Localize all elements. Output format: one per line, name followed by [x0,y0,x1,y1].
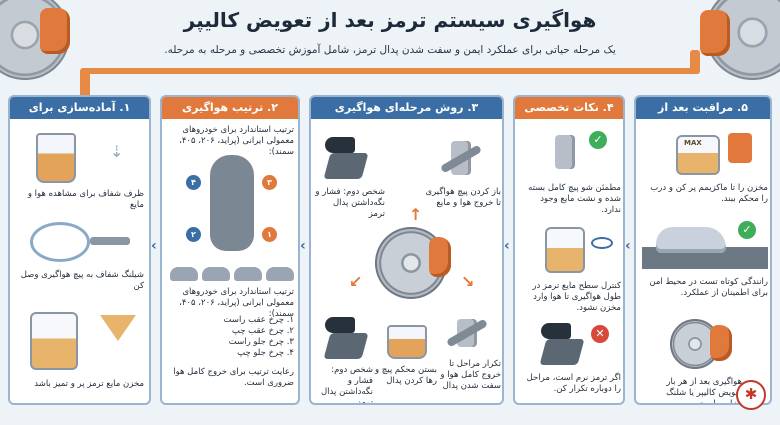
flow-arrow-icon: ‹ [151,238,157,254]
tip-tight-text: مطمئن شو پیچ کامل بسته شده و نشت مایع وج… [528,183,621,215]
panel-method: ۳. روش مرحله‌ای هواگیری شخص دوم: فشار و … [309,95,504,405]
page-subtitle: یک مرحله حیاتی برای عملکرد ایمن و سفت شد… [164,44,616,56]
sequence-footer-text: رعایت ترتیب برای خروج کامل هوا ضروری است… [173,367,294,388]
reservoir-level-icon [545,227,585,273]
flow-arrow-left-icon: ↙ [349,272,363,291]
panel-method-title: ۳. روش مرحله‌ای هواگیری [311,97,502,119]
caliper-left-icon [40,8,70,54]
car-top-view-icon [210,155,254,251]
car-icon [170,267,198,281]
brake-line-left [80,70,90,98]
fluid-bottle-icon [676,135,720,175]
brake-line-top [80,68,700,74]
flow-arrow-icon: ‹ [300,238,306,254]
prep-hose-text: شیلنگ شفاف به پیچ هواگیری وصل کن [20,270,144,291]
hose-connector-icon [90,237,130,245]
caliper-right-icon [700,10,730,56]
flow-arrow-icon: ‹ [504,238,510,254]
page-title: هواگیری سیستم ترمز بعد از تعویض کالیپر [183,8,597,32]
brand-logo-icon [736,380,766,410]
foot-icon [325,137,355,153]
wheel-label-fl: ۲ [186,227,201,242]
method-step-repeat-text: تکرار مراحل تا خروج کامل هوا و سفت شدن پ… [440,359,501,391]
sequence-step-1: ۱. چرخ عقب راست [223,315,294,325]
care-fill-text: مخزن را تا ماکزیمم پر کن و درب را محکم ب… [650,183,768,204]
panel-sequence: ۲. ترتیب هواگیری ترتیب استاندارد برای خو… [160,95,300,405]
check-icon: ✓ [589,131,607,149]
car-icon [656,227,726,253]
tip-level-text: کنترل سطح مایع ترمز در طول هواگیری تا هو… [532,281,621,313]
sequence-intro-text: ترتیب استاندارد برای خودروهای معمولی ایر… [179,125,294,157]
fluid-can-icon [728,133,752,163]
flow-arrow-icon: ‹ [625,238,631,254]
sequence-step-3: ۳. چرخ جلو راست [228,337,294,347]
panel-tips-title: ۴. نکات تخصصی [515,97,623,119]
caliper-icon [710,325,732,361]
panel-tips: ۴. نکات تخصصی ✓ مطمئن شو پیچ کامل بسته ش… [513,95,625,405]
sequence-step-4: ۴. چرخ جلو چپ [237,348,294,358]
car-icon [234,267,262,281]
panel-preparation-title: ۱. آماده‌سازی برای هواگیری [10,97,149,136]
car-icon [202,267,230,281]
wheel-label-rr: ۳ [262,175,277,190]
wheel-label-fr: ۱ [262,227,277,242]
sequence-intro2-text: ترتیب استاندارد برای خودروهای معمولی ایر… [179,287,294,319]
prep-container-text: ظرف شفاف برای مشاهده هوا و مایع [27,189,144,210]
wheel-label-rl: ۴ [186,175,201,190]
brake-pedal-icon [539,339,585,365]
panel-preparation: ۱. آماده‌سازی برای هواگیری ⇣ ظرف شفاف بر… [8,95,151,405]
prep-reservoir-text: مخزن مایع ترمز پر و تمیز باشد [34,379,144,389]
method-step-close-text: بستن محکم پیچ و رها کردن پدال [374,365,437,386]
foot-icon [325,317,355,333]
brake-pedal-icon [323,333,369,359]
panel-aftercare: ۵. مراقبت بعد از هواگیری MAX مخزن را تا … [634,95,772,405]
cross-icon: ✕ [591,325,609,343]
panel-sequence-title: ۲. ترتیب هواگیری [162,97,298,119]
hose-icon [30,222,90,262]
method-step-open-text: باز کردن پیچ هواگیری تا خروج هوا و مایع [425,187,501,208]
care-always-text: هواگیری بعد از هر بار تعویض کالیپر یا شل… [666,377,742,405]
car-icon [266,267,294,281]
panel-aftercare-title: ۵. مراقبت بعد از هواگیری [636,97,770,136]
brake-line-right [690,50,700,74]
max-label: MAX [684,139,702,147]
drop-arrow-icon: ⇣ [110,142,124,161]
flow-arrow-up-icon: ↑ [409,205,423,224]
care-test-text: رانندگی کوتاه تست در محیط امن برای اطمین… [649,277,768,298]
bleeder-screw-icon [555,135,575,169]
sequence-step-2: ۲. چرخ عقب چپ [231,326,294,336]
check-icon: ✓ [738,221,756,239]
foot-icon [541,323,571,339]
method-step-hold-text: شخص دوم: فشار و نگه‌داشتن پدال ترمز [321,365,373,405]
caliper-icon [429,237,451,277]
method-step-press-text: شخص دوم: فشار و نگه‌داشتن پدال ترمز [315,187,385,219]
flow-arrow-right-icon: ↘ [461,272,475,291]
bleed-container-icon [387,325,427,359]
reservoir-icon [30,312,78,370]
eye-icon [591,237,613,249]
clear-container-icon [36,133,76,183]
brake-pedal-icon [323,153,369,179]
funnel-icon [100,315,136,341]
tip-repeat-text: اگر ترمز نرم است، مراحل را دوباره تکرار … [526,373,621,394]
